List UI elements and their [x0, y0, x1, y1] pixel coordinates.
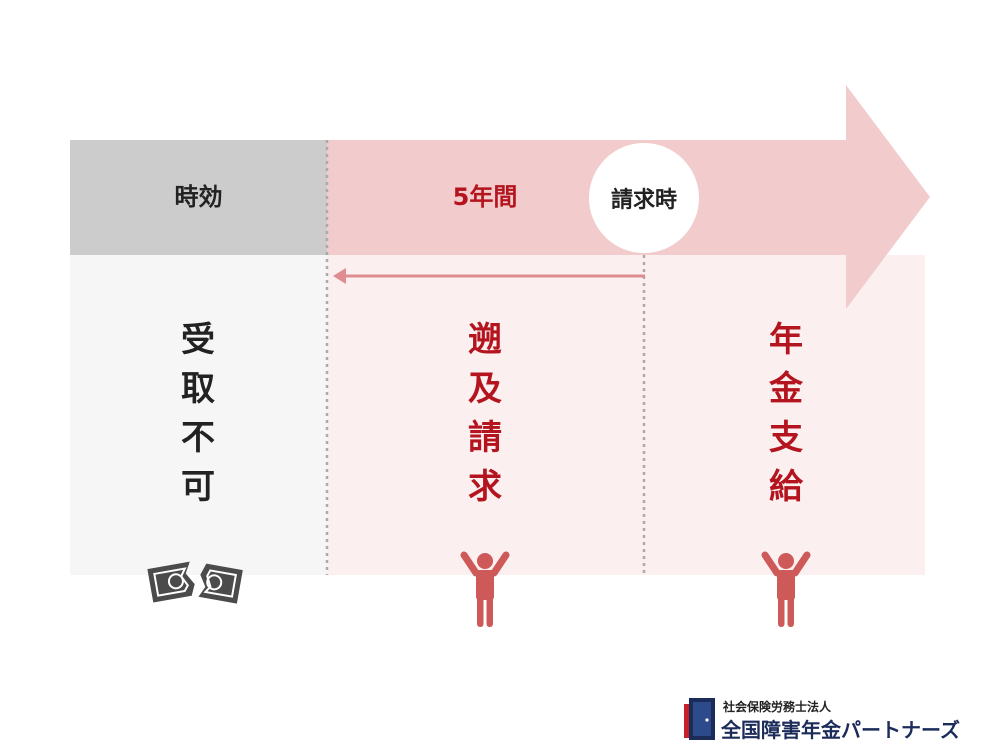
claim-panel: [327, 255, 925, 575]
brand-name: 全国障害年金パートナーズ: [721, 718, 960, 742]
brand-logo: 社会保険労務士法人 全国障害年金パートナーズ: [684, 696, 984, 744]
pension-payment-text: 年 金 支 給: [769, 320, 803, 507]
raised-arms-person-icon: [460, 551, 510, 627]
request-time-label: 請求時: [610, 188, 677, 213]
torn-banknote-icon: [147, 561, 243, 604]
retroactive-arrow-head: [333, 268, 346, 284]
retroactive-claim-text: 遡 及 請 求: [468, 320, 502, 507]
unavailable-panel: [70, 255, 327, 575]
period-label: 5年間: [452, 183, 518, 211]
unavailable-text: 受 取 不 可: [181, 320, 215, 507]
raised-arms-person-icon: [761, 551, 811, 627]
request-time-badge: 請求時: [589, 143, 699, 253]
brand-subtitle: 社会保険労務士法人: [723, 700, 832, 714]
door-logo-icon: [684, 698, 715, 740]
jikou-label: 時効: [174, 183, 223, 211]
jikou-band: [70, 140, 327, 255]
